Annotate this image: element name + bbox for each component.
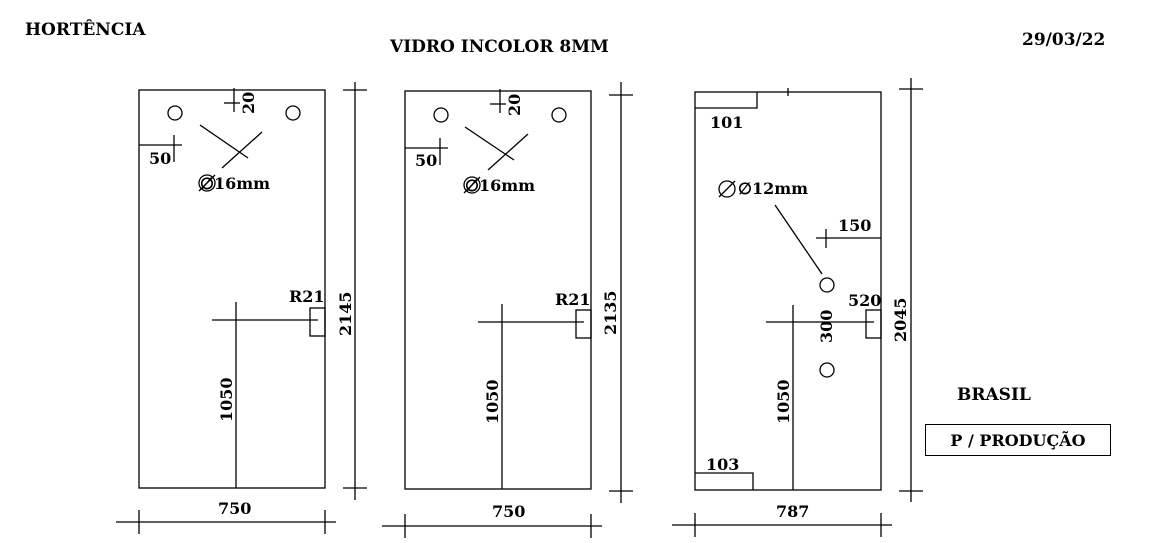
- drawing-title: VIDRO INCOLOR 8MM: [389, 37, 609, 57]
- panel-3-handle-height: 1050: [774, 379, 793, 424]
- drawing-date: 29/03/22: [1022, 30, 1105, 50]
- panel-3-notch-side-label: 520: [848, 291, 881, 310]
- panel-3-hole-offset-side: 150: [838, 216, 871, 235]
- production-stamp: P / PRODUÇÃO: [925, 424, 1111, 456]
- panel-3-hole-top: [819, 277, 835, 293]
- panel-3-notch-top-label: 101: [710, 113, 743, 132]
- panel-3-diameter-symbol: [718, 180, 736, 198]
- panel-3-notch-bottom: [695, 472, 754, 490]
- panel-2-width: 750: [492, 502, 525, 521]
- panel-3-hole-spacing: 300: [817, 310, 836, 343]
- panel-1-hole-diameter: ∅16mm: [200, 174, 270, 193]
- panel-1: 20 50 ∅16mm R21 1050 2145 750: [116, 82, 367, 534]
- panel-3-hole-diameter: ∅12mm: [738, 179, 808, 198]
- panel-3-notch-bottom-label: 103: [706, 455, 739, 474]
- panel-2-hole-offset-side: 50: [415, 151, 437, 170]
- panel-2-handle-height: 1050: [483, 379, 502, 424]
- panel-3-notch-side: [865, 309, 882, 339]
- panel-2-height: 2135: [601, 290, 620, 335]
- panel-1-width: 750: [218, 499, 251, 518]
- panel-1-radius: R21: [289, 287, 325, 306]
- panel-1-handle-height: 1050: [217, 377, 236, 422]
- country-label: BRASIL: [957, 385, 1031, 405]
- panel-1-hole-left: [167, 105, 183, 121]
- panel-1-hole-right: [285, 105, 301, 121]
- client-name: HORTÊNCIA: [25, 19, 146, 40]
- panel-3: 101 103 ∅12mm 150 300 520 1050 2045 787: [672, 78, 923, 537]
- panel-2-diameter-symbol: [463, 176, 481, 194]
- panel-3-width: 787: [776, 502, 809, 521]
- panel-2-outline: [404, 90, 592, 490]
- panel-2-notch: [575, 309, 592, 339]
- panel-2-radius: R21: [555, 290, 591, 309]
- panel-1-notch: [309, 307, 326, 337]
- panel-3-height: 2045: [891, 297, 910, 342]
- panel-1-height: 2145: [336, 291, 355, 336]
- panel-2-hole-left: [433, 107, 449, 123]
- panel-1-hole-offset-side: 50: [149, 149, 171, 168]
- panel-2-hole-diameter: ∅16mm: [465, 176, 535, 195]
- panel-2-hole-right: [551, 107, 567, 123]
- panel-3-notch-top: [695, 92, 758, 109]
- panel-1-outline: [138, 89, 326, 489]
- panel-1-diameter-symbol: [198, 174, 216, 192]
- panel-3-hole-bottom: [819, 362, 835, 378]
- panel-1-hole-offset-top: 20: [239, 92, 258, 114]
- panel-2-hole-offset-top: 20: [505, 94, 524, 116]
- panel-2: 20 50 ∅16mm R21 1050 2135 750: [382, 82, 633, 538]
- production-stamp-label: P / PRODUÇÃO: [950, 430, 1086, 450]
